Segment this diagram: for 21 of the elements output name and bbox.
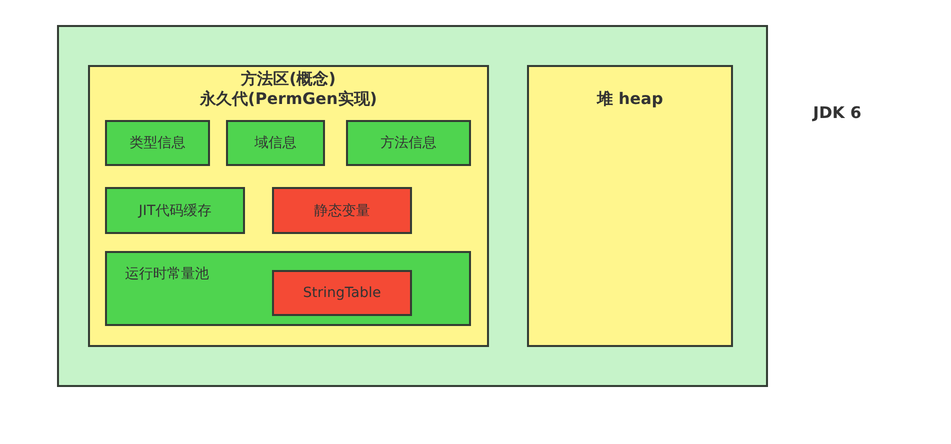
data-box: [272, 187, 412, 234]
memory-box: [57, 25, 768, 387]
data-box: [105, 187, 245, 234]
heap-box: [527, 65, 733, 347]
box-label: 域信息: [254, 134, 296, 152]
data-box: [226, 120, 325, 166]
box-label: 静态变量: [314, 202, 370, 220]
box-label: 运行时常量池: [125, 265, 209, 283]
data-box: [346, 120, 471, 166]
data-box: [105, 120, 210, 166]
area-title: 堆 heap: [596, 89, 664, 110]
pool-box: [105, 251, 471, 326]
version-label: JDK 6: [813, 103, 862, 122]
area-title: 方法区(概念): [241, 69, 336, 90]
box-label: StringTable: [303, 285, 381, 301]
box-label: 方法信息: [380, 134, 436, 152]
method-area-box: [88, 65, 489, 347]
area-title: 永久代(PermGen实现): [200, 89, 378, 110]
data-box: [272, 270, 412, 316]
box-label: 类型信息: [130, 134, 186, 152]
box-label: JIT代码缓存: [138, 202, 212, 220]
